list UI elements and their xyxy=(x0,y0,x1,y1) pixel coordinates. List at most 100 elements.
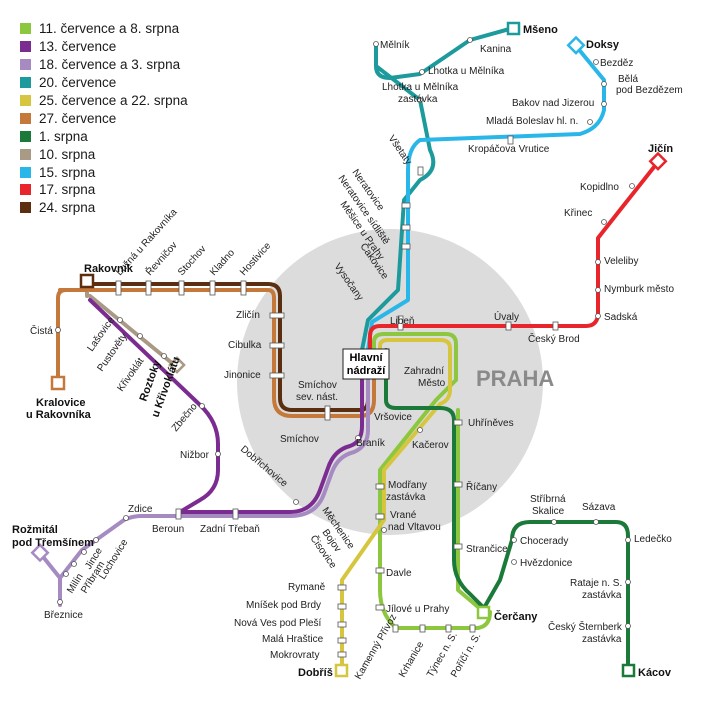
legend-swatch xyxy=(20,23,31,35)
stop xyxy=(337,651,347,658)
label-station: Lochovice xyxy=(97,537,130,581)
terminus-dobris-box xyxy=(334,663,349,678)
label-dobris: Dobříš xyxy=(298,667,333,679)
stop xyxy=(467,37,473,43)
stop xyxy=(507,135,514,145)
stop xyxy=(375,513,385,520)
terminus-kralovice-box xyxy=(50,375,66,391)
stop xyxy=(63,571,69,577)
label-station: Cibulka xyxy=(228,340,262,351)
legend-label: 27. července xyxy=(39,110,117,126)
legend-item: 10. srpna xyxy=(20,145,188,163)
stop xyxy=(161,353,167,359)
stop xyxy=(93,537,99,543)
stop xyxy=(593,519,599,525)
label-station-b: Skalice xyxy=(532,506,565,517)
label-station: Sadská xyxy=(604,312,638,323)
label-station: Kladno xyxy=(208,247,237,278)
label-station: Hvězdonice xyxy=(520,558,573,569)
legend-label: 15. srpna xyxy=(39,164,96,180)
label-station: Ledečko xyxy=(634,534,672,545)
label-station-b: zastávka xyxy=(386,492,426,503)
label-station-b: zastávka xyxy=(582,590,622,601)
legend-label: 20. července xyxy=(39,75,117,91)
legend-swatch xyxy=(20,184,31,196)
label-cercany: Čerčany xyxy=(494,610,538,623)
label-station: Úvaly xyxy=(494,310,519,323)
line-25-cervence xyxy=(340,338,452,670)
stop xyxy=(324,405,331,421)
label-station: Davle xyxy=(386,568,412,579)
label-station: Jinonice xyxy=(224,370,261,381)
label-doksy: Doksy xyxy=(586,39,620,51)
stop xyxy=(417,97,423,103)
label-station-a: Lhotka u Mělníka xyxy=(382,82,459,93)
stop xyxy=(419,69,425,75)
stop xyxy=(587,119,593,125)
label-station-a: Český Šternberk xyxy=(548,620,623,633)
label-station: Strančice xyxy=(466,544,508,555)
stop xyxy=(240,280,247,296)
label-station: Mělník xyxy=(380,40,410,51)
line-15-srpna xyxy=(366,44,606,352)
legend-item: 24. srpna xyxy=(20,199,188,217)
stop xyxy=(381,527,387,533)
label-station: Březnice xyxy=(44,610,83,621)
stop xyxy=(375,567,385,574)
label-station: Chocerady xyxy=(520,536,568,547)
label-station: Kopidlno xyxy=(580,182,619,193)
label-station: Bezděz xyxy=(600,58,633,69)
label-station: Kanina xyxy=(480,44,512,55)
stop xyxy=(215,451,221,457)
stop xyxy=(71,561,77,567)
stop xyxy=(453,543,463,550)
label-rozmital-1: Rožmitál xyxy=(12,524,58,536)
legend-label: 11. července a 8. srpna xyxy=(39,21,180,37)
label-station: Beroun xyxy=(152,524,184,535)
legend-item: 13. července xyxy=(20,38,188,56)
legend-swatch xyxy=(20,95,31,106)
legend-label: 24. srpna xyxy=(39,200,96,216)
stop xyxy=(269,372,285,379)
stop xyxy=(505,321,512,331)
label-station: Nymburk město xyxy=(604,284,674,295)
label-station: Hostivice xyxy=(238,240,274,278)
praha-area xyxy=(237,229,543,535)
legend-label: 10. srpna xyxy=(39,146,96,162)
legend-item: 20. července xyxy=(20,74,188,92)
stop xyxy=(375,483,385,490)
hub-label-1: Hlavní xyxy=(349,352,383,364)
stop xyxy=(375,604,385,611)
line-13-cervence xyxy=(88,298,364,514)
stop xyxy=(401,224,411,231)
stop xyxy=(625,623,631,629)
label-station: Smíchov xyxy=(280,434,319,445)
stop xyxy=(401,202,411,209)
stop xyxy=(117,317,123,323)
label-station: Zbečno xyxy=(170,401,200,434)
label-station: Braník xyxy=(356,438,386,449)
stop xyxy=(551,519,557,525)
label-station: Říčany xyxy=(466,480,497,493)
stop xyxy=(469,624,476,633)
terminus-rakovnik-box xyxy=(79,273,95,289)
label-station-b: pod Bezdězem xyxy=(616,85,683,96)
stop xyxy=(511,537,517,543)
label-station: Zadní Třebaň xyxy=(200,524,260,535)
stop xyxy=(601,101,607,107)
stop xyxy=(453,481,463,488)
terminus-doksy-box xyxy=(566,35,586,55)
stop xyxy=(625,579,631,585)
stop xyxy=(175,508,182,520)
line-1-srpna xyxy=(384,348,630,670)
label-station: Veleliby xyxy=(604,256,638,267)
stop xyxy=(55,327,61,333)
label-kacov: Kácov xyxy=(638,667,672,679)
label-station: Rymaně xyxy=(288,582,326,593)
label-station: Český Brod xyxy=(528,332,580,345)
stop xyxy=(629,183,635,189)
stop xyxy=(419,624,426,633)
stop xyxy=(453,419,463,426)
